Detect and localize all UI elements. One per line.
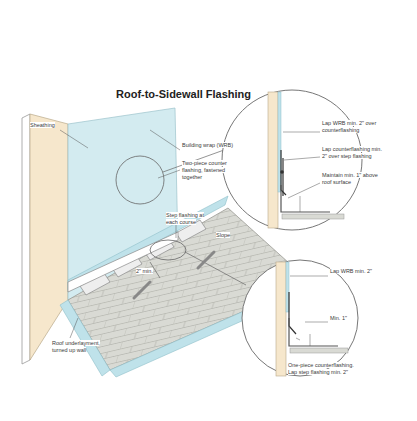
sheathing: [30, 114, 68, 360]
diagram-title: Roof-to-Sidewall Flashing: [116, 88, 251, 100]
callout-label: Building wrap (WRB): [182, 142, 242, 149]
detail-lower: [242, 260, 358, 376]
callout-label: Lap WRB min. 2": [330, 268, 378, 275]
callout-label: Step flashing at each course: [166, 212, 210, 226]
callout-label: One-piece counterflashing. Lap step flas…: [288, 362, 358, 376]
callout-label: Roof underlayment, turned up wall: [52, 340, 100, 354]
callout-label: Maintain min. 1" above roof surface: [322, 172, 382, 186]
wall-edge: [22, 114, 30, 364]
callout-label: Sheathing: [30, 122, 70, 129]
detail-circle: [116, 156, 164, 204]
detail-circle: [150, 240, 186, 260]
slope-arrow: [134, 282, 150, 298]
callout-label: Lap counterflashing min. 2" over step fl…: [322, 146, 382, 160]
callout-label: Two-piece counter flashing, fastened tog…: [182, 160, 234, 181]
step-flashing: [80, 220, 206, 295]
leader-line: [60, 130, 180, 338]
detail-upper: [222, 90, 362, 230]
callout-label: Min. 1": [330, 315, 366, 322]
callout-label: 2" min.: [136, 268, 160, 275]
slope-arrow: [198, 252, 214, 268]
roof-edge: [60, 300, 110, 376]
callout-label: Slope: [216, 232, 240, 239]
detail-leader: [185, 252, 246, 285]
callout-label: Lap WRB min. 2" over counterflashing: [322, 120, 382, 134]
